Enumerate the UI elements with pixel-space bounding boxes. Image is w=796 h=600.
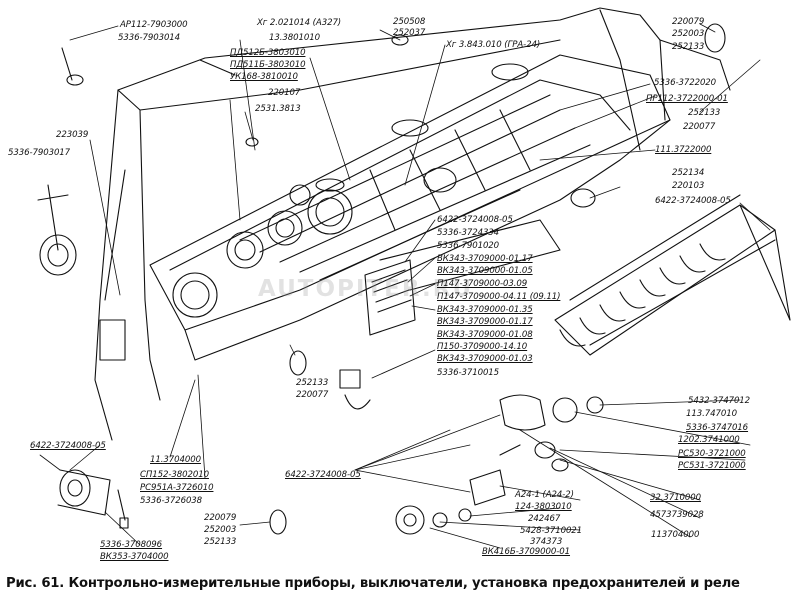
part-label: 5336-3708096 <box>100 540 163 550</box>
part-label: ВК343-3709000-01.08 <box>437 330 533 340</box>
figure-caption: Рис. 61. Контрольно-измерительные прибор… <box>6 576 740 591</box>
part-label: ВК343-3709000-01.05 <box>437 266 533 276</box>
part-label: РС530-3721000 <box>678 449 746 459</box>
part-label: 111.3722000 <box>655 145 712 155</box>
switch-block <box>339 219 561 410</box>
part-label: ВК343-3709000-01.17 <box>437 317 533 327</box>
part-label: 6422-3724008-05 <box>30 441 106 451</box>
part-label: 32.3710000 <box>650 493 701 503</box>
part-label: 113704000 <box>651 530 700 540</box>
part-label: 220077 <box>296 390 329 400</box>
leader-lines <box>39 23 771 549</box>
part-label: А24-1 (А24-2) <box>515 490 574 500</box>
part-label: 5336-3722020 <box>654 78 717 88</box>
part-label: 5336-3710015 <box>437 368 500 378</box>
part-label: АР112-7903000 <box>120 20 188 30</box>
part-label: 6422-3724008-05 <box>655 196 731 206</box>
part-label: 252133 <box>296 378 329 388</box>
part-label: 6422-3724008-05 <box>437 215 513 225</box>
part-label: ВК343-3709000-01.35 <box>437 305 533 315</box>
part-label: 5432-3747012 <box>688 396 751 406</box>
part-label: 5336-3747016 <box>686 423 749 433</box>
part-label: 13.3801010 <box>269 33 320 43</box>
watermark: AUTOPITER.RU <box>258 276 474 302</box>
washer-assembly <box>37 47 126 301</box>
part-label: 220079 <box>672 17 705 27</box>
part-label: 124-3803010 <box>515 502 572 512</box>
part-label: 252133 <box>688 108 721 118</box>
part-label: ПД511Б-3803010 <box>230 60 306 70</box>
instrument-panel-illustration <box>37 7 791 549</box>
part-label: 252003 <box>672 29 705 39</box>
part-label: 5336-7903017 <box>8 148 71 158</box>
part-label: 252133 <box>672 42 705 52</box>
part-label: 220103 <box>672 181 705 191</box>
part-label: 5336-7901020 <box>437 241 500 251</box>
part-label: 11.3704000 <box>150 455 201 465</box>
part-label: 374373 <box>530 537 563 547</box>
part-label: Хг 3.843.010 (ГРА-24) <box>446 40 541 50</box>
part-label: СП152-3802010 <box>140 470 209 480</box>
part-label: П147-3709000-03.09 <box>437 279 528 289</box>
part-label: РС531-3721000 <box>678 461 746 471</box>
part-label: ВК416Б-3709000-01 <box>482 547 571 557</box>
gauge-cluster <box>172 63 529 318</box>
part-label: Хг 2.021014 (А327) <box>257 18 342 28</box>
instrument-panel <box>149 54 671 361</box>
part-label: 5336-3726038 <box>140 496 203 506</box>
part-label: 252037 <box>393 28 426 38</box>
part-label: 252134 <box>672 168 705 178</box>
part-label: 5336-3724334 <box>437 228 500 238</box>
part-label: 5428-3710021 <box>520 526 583 536</box>
part-label: 220077 <box>683 122 716 132</box>
part-label: 1202.3741000 <box>678 435 740 445</box>
part-label: П147-3709000-04.11 (09.11) <box>437 292 561 302</box>
part-label: 6422-3724008-05 <box>285 470 361 480</box>
part-label: ВК343-3709000-01.03 <box>437 354 533 364</box>
part-label: ВК343-3709000-01.17 <box>437 254 533 264</box>
part-label: П150-3709000-14.10 <box>437 342 528 352</box>
part-label: 220107 <box>268 88 301 98</box>
part-label: 242467 <box>528 514 561 524</box>
part-label: 2531.3813 <box>255 104 301 114</box>
part-label: 113.747010 <box>686 409 737 419</box>
part-label: ВК353-3704000 <box>100 552 169 562</box>
part-label: 223039 <box>56 130 89 140</box>
part-label: РС951А-3726010 <box>140 483 214 493</box>
lower-components <box>57 394 604 535</box>
fuse-box <box>554 194 791 356</box>
part-label: 5336-7903014 <box>118 33 181 43</box>
part-label: 252133 <box>204 537 237 547</box>
part-label: 250508 <box>393 17 426 27</box>
part-label: УК168-3810010 <box>230 72 298 82</box>
part-label: ПД512Б-3803010 <box>230 48 306 58</box>
cab-outline <box>94 7 731 441</box>
part-label: 252003 <box>204 525 237 535</box>
part-label: ПР112-3722000-01 <box>646 94 728 104</box>
part-label: 220079 <box>204 513 237 523</box>
part-label: 4573739028 <box>650 510 704 520</box>
